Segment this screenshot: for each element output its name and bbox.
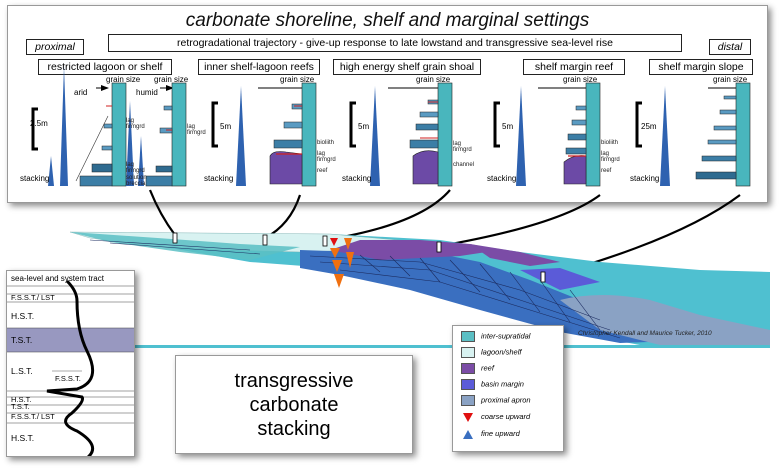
setting-label-1: restricted lagoon or shelf [38, 59, 172, 75]
main-label-box: transgressive carbonate stacking [175, 355, 413, 454]
stacking-2: stacking [204, 174, 234, 183]
grain-size-5: grain size [713, 75, 748, 84]
column-1-humid [126, 82, 187, 187]
stacking-1: stacking [20, 174, 50, 183]
anno-2-firmgrd: firmgrd [317, 157, 336, 163]
grain-size-1a: grain size [106, 75, 141, 84]
anno-4-reef: reef [601, 168, 612, 174]
anno-1a-solution: solution [126, 175, 147, 181]
legend-swatch-basin-margin [461, 379, 475, 390]
section-markers [172, 232, 546, 283]
systems-tract-panel: sea-level and system tract F.S.S.T./ LST… [6, 270, 135, 457]
grain-size-3: grain size [416, 75, 451, 84]
anno-1b-firmgrd: firmgrd [187, 130, 206, 136]
systems-tract-title: sea-level and system tract [11, 274, 104, 283]
legend: inter-supratidal lagoon/shelf reef basin… [452, 325, 564, 452]
setting-label-5: shelf margin slope [649, 59, 753, 75]
up-triangle-icon [463, 429, 473, 439]
tract-5: F.S.S.T. [55, 374, 81, 383]
anno-1a-firmgrd: firmgrd [126, 124, 145, 130]
anno-1b-lag: lag [187, 124, 196, 130]
shelf-body [70, 232, 640, 345]
main-label-line-3: stacking [257, 418, 331, 440]
humid-label: humid [136, 88, 158, 97]
proximal-label: proximal [26, 39, 84, 55]
setting-label-2: inner shelf-lagoon reefs [198, 59, 320, 75]
legend-swatch-lagoon [461, 347, 475, 358]
tract-1: F.S.S.T./ LST [11, 293, 55, 302]
setting-label-3: high energy shelf grain shoal [333, 59, 481, 75]
reef-body [330, 240, 500, 260]
legend-lagoon-shelf: lagoon/shelf [461, 347, 521, 358]
column-2 [211, 82, 317, 187]
credit-text: Christopher Kendall and Maurice Tucker, … [578, 330, 712, 337]
anno-3-firmgrd: firmgrd [453, 147, 472, 153]
anno-2-reef: reef [317, 168, 328, 174]
scale-1: 2.5m [30, 119, 48, 128]
legend-inter-supratidal: inter-supratidal [461, 331, 530, 342]
tract-7: T.S.T. [11, 402, 30, 411]
legend-proximal-apron: proximal apron [461, 395, 531, 406]
main-label-line-2: carbonate [249, 394, 339, 416]
anno-1a-firmgrd2: firmgrd [126, 168, 145, 174]
basin-margin [520, 268, 600, 290]
anno-2-lag: lag [317, 151, 326, 157]
scale-3: 5m [358, 122, 370, 131]
tract-3: T.S.T. [11, 335, 33, 345]
arid-label: arid [74, 88, 88, 97]
main-label-line-1: transgressive [234, 370, 354, 392]
stacking-3: stacking [342, 174, 372, 183]
anno-4-lag: lag [601, 151, 610, 157]
anno-4-bioliith: bioliith [601, 140, 619, 146]
tract-2: H.S.T. [11, 311, 35, 321]
stacking-arrows [330, 238, 354, 288]
anno-4-firmgrd: firmgrd [601, 157, 620, 163]
column-3 [349, 82, 453, 187]
distal-label: distal [709, 39, 751, 55]
column-4 [493, 82, 601, 187]
proximal-apron [560, 295, 770, 345]
column-1-arid [48, 66, 127, 187]
setting-label-4: shelf margin reef [523, 59, 625, 75]
anno-1a-lag: lag [126, 118, 135, 124]
column-5 [635, 82, 751, 187]
grain-size-4: grain size [563, 75, 598, 84]
tract-4: L.S.T. [11, 366, 33, 376]
reef-body-2 [470, 244, 560, 266]
legend-fine-upward: fine upward [461, 429, 520, 439]
tract-8: F.S.S.T./ LST [11, 412, 55, 421]
tract-9: H.S.T. [11, 433, 35, 443]
legend-swatch-inter-supratidal [461, 331, 475, 342]
diagram-title: carbonate shoreline, shelf and marginal … [185, 10, 590, 31]
anno-1a-lag2: lag [126, 162, 135, 168]
setting-columns-svg [31, 66, 751, 187]
legend-coarse-upward: coarse upward [461, 412, 530, 422]
legend-reef: reef [461, 363, 494, 374]
anno-3-lag: lag [453, 141, 462, 147]
tst-band [7, 328, 134, 352]
scale-4: 5m [502, 122, 514, 131]
stacking-5: stacking [630, 174, 660, 183]
anno-1a-breccia: breccia [126, 181, 146, 187]
grain-size-1b: grain size [154, 75, 189, 84]
stacking-4: stacking [487, 174, 517, 183]
grain-size-2: grain size [280, 75, 315, 84]
legend-basin-margin: basin margin [461, 379, 524, 390]
systems-tract-lines [7, 279, 134, 456]
scale-2: 5m [220, 122, 232, 131]
bedding-lines [89, 239, 621, 339]
subtitle-box: retrogradational trajectory - give-up re… [108, 34, 682, 52]
legend-swatch-proximal-apron [461, 395, 475, 406]
scale-5: 25m [641, 122, 657, 131]
tract-6: H.S.T. [11, 395, 32, 404]
legend-swatch-reef [461, 363, 475, 374]
anno-3-channel: channel [453, 162, 475, 168]
down-triangle-icon [463, 412, 473, 422]
settings-panel: carbonate shoreline, shelf and marginal … [7, 5, 768, 203]
anno-2-bioliith: bioliith [317, 140, 335, 146]
